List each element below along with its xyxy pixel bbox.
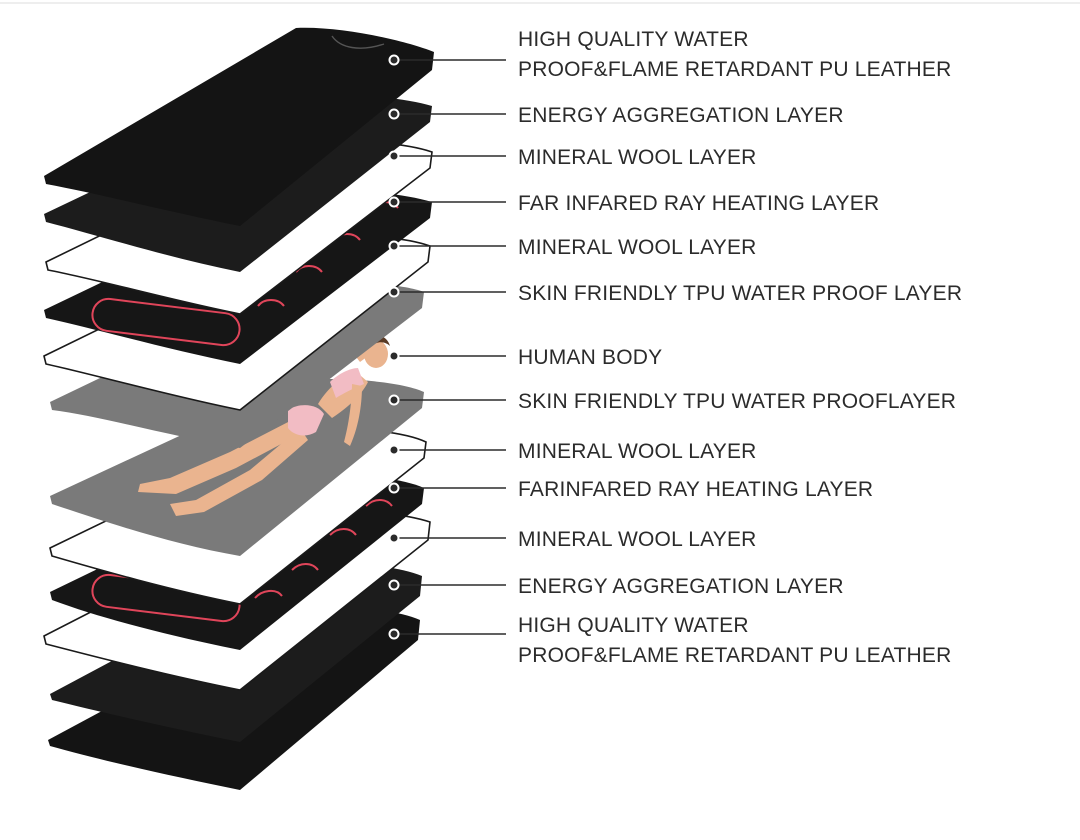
label-mineral-wool-3: MINERAL WOOL LAYER: [518, 440, 757, 463]
label-far-infrared-bottom: FARINFARED RAY HEATING LAYER: [518, 478, 873, 501]
callout-far-infrared-top: FAR INFARED RAY HEATING LAYER: [388, 192, 879, 215]
pu-leather-top-layer: [44, 27, 434, 226]
label-pu-leather-bottom-line-1: HIGH QUALITY WATER: [518, 614, 749, 637]
label-mineral-wool-1: MINERAL WOOL LAYER: [518, 146, 757, 169]
leader-dot-mineral-wool-3: [388, 444, 400, 456]
label-energy-aggregation-bottom: ENERGY AGGREGATION LAYER: [518, 575, 844, 598]
label-pu-leather-top-line-2: PROOF&FLAME RETARDANT PU LEATHER: [518, 58, 951, 81]
tpu-bottom-layer: [50, 379, 424, 556]
label-human-body: HUMAN BODY: [518, 346, 662, 369]
callout-tpu-top: SKIN FRIENDLY TPU WATER PROOF LAYER: [388, 282, 962, 305]
layer-stack: [43, 27, 434, 790]
leader-dot-far-infrared-bottom: [388, 482, 400, 494]
callout-mineral-wool-2: MINERAL WOOL LAYER: [388, 236, 757, 259]
callout-tpu-bottom: SKIN FRIENDLY TPU WATER PROOFLAYER: [388, 390, 956, 413]
callout-human-body: HUMAN BODY: [388, 346, 662, 369]
label-tpu-bottom: SKIN FRIENDLY TPU WATER PROOFLAYER: [518, 390, 956, 413]
leader-dot-mineral-wool-2: [388, 240, 400, 252]
leader-dot-energy-aggregation-top: [388, 108, 400, 120]
leader-dot-pu-leather-bottom: [388, 628, 400, 640]
callout-mineral-wool-4: MINERAL WOOL LAYER: [388, 528, 757, 551]
label-mineral-wool-4: MINERAL WOOL LAYER: [518, 528, 757, 551]
leader-dot-mineral-wool-4: [388, 532, 400, 544]
leader-dot-human-body: [388, 350, 400, 362]
callout-mineral-wool-1: MINERAL WOOL LAYER: [388, 146, 757, 169]
leader-dot-mineral-wool-1: [388, 150, 400, 162]
callouts: HIGH QUALITY WATER PROOF&FLAME RETARDANT …: [388, 28, 962, 667]
callout-pu-leather-top: HIGH QUALITY WATER PROOF&FLAME RETARDANT …: [388, 28, 951, 81]
leader-dot-tpu-top: [388, 286, 400, 298]
label-tpu-top: SKIN FRIENDLY TPU WATER PROOF LAYER: [518, 282, 962, 305]
callout-mineral-wool-3: MINERAL WOOL LAYER: [388, 440, 757, 463]
pu-leather-top-edge-mark: [331, 35, 385, 49]
label-far-infrared-top: FAR INFARED RAY HEATING LAYER: [518, 192, 879, 215]
label-energy-aggregation-top: ENERGY AGGREGATION LAYER: [518, 104, 844, 127]
leader-dot-pu-leather-top: [388, 54, 400, 66]
leader-dot-far-infrared-top: [388, 196, 400, 208]
label-pu-leather-top-line-1: HIGH QUALITY WATER: [518, 28, 749, 51]
callout-pu-leather-bottom: HIGH QUALITY WATER PROOF&FLAME RETARDANT …: [388, 614, 951, 667]
callout-energy-aggregation-bottom: ENERGY AGGREGATION LAYER: [388, 575, 844, 598]
label-pu-leather-bottom-line-2: PROOF&FLAME RETARDANT PU LEATHER: [518, 644, 951, 667]
callout-energy-aggregation-top: ENERGY AGGREGATION LAYER: [388, 104, 844, 127]
leader-dot-energy-aggregation-bottom: [388, 579, 400, 591]
leader-dot-tpu-bottom: [388, 394, 400, 406]
label-mineral-wool-2: MINERAL WOOL LAYER: [518, 236, 757, 259]
callout-far-infrared-bottom: FARINFARED RAY HEATING LAYER: [388, 478, 873, 501]
